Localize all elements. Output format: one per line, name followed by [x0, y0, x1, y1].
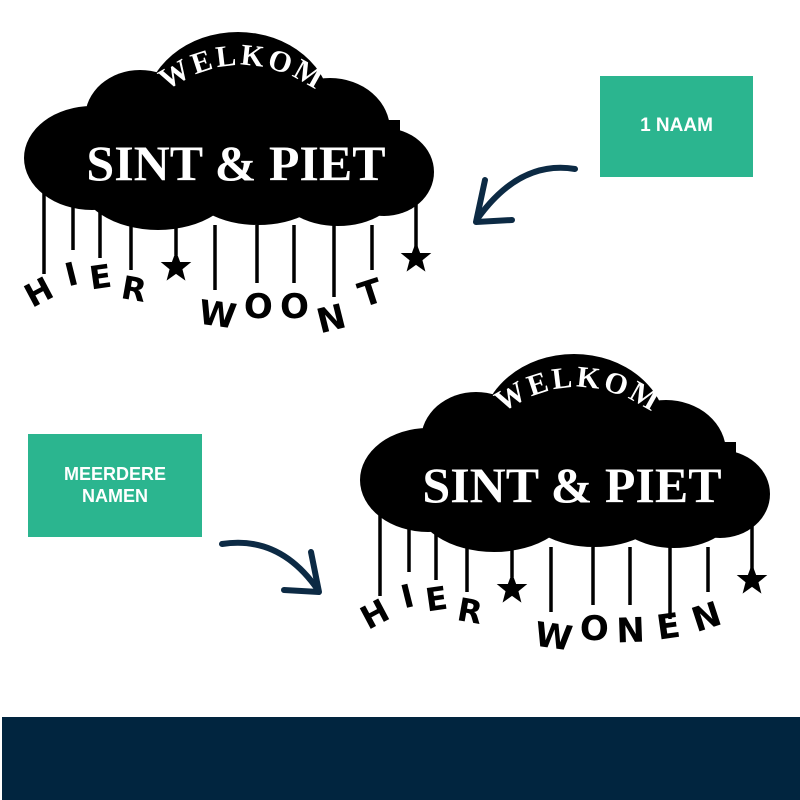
svg-text:N: N — [687, 594, 726, 641]
hanging-strings — [378, 512, 754, 619]
svg-text:R: R — [118, 268, 149, 310]
label-multiple-names: MEERDERE NAMEN — [28, 434, 202, 537]
footer-band — [2, 717, 800, 800]
sign-multiple-names: WELKOM SINT & PIET H I E R W O N E — [354, 354, 770, 660]
svg-text:R: R — [454, 590, 485, 632]
curved-arrow-down-right-icon — [219, 539, 322, 595]
star-icon — [496, 572, 528, 603]
label-multiple-names-line1: MEERDERE — [63, 463, 166, 484]
hanging-word-hier: H I E R — [18, 254, 149, 315]
svg-text:I: I — [397, 576, 418, 616]
curved-arrow-down-left-icon — [473, 164, 578, 225]
svg-text:O: O — [243, 287, 273, 328]
svg-text:E: E — [654, 606, 683, 649]
label-multiple-names-line2: NAMEN — [81, 485, 148, 506]
svg-text:W: W — [196, 293, 239, 338]
svg-text:I: I — [61, 254, 82, 294]
main-text-sint-piet: SINT & PIET — [86, 135, 385, 191]
label-single-name: 1 NAAM — [600, 76, 753, 177]
sign-single-name: WELKOM SINT & PIET H I E R W O — [18, 32, 434, 342]
svg-text:O: O — [579, 609, 609, 650]
svg-text:O: O — [279, 287, 309, 328]
star-icon — [400, 241, 432, 272]
label-single-name-text: 1 NAAM — [640, 115, 713, 137]
svg-text:N: N — [313, 296, 350, 342]
svg-text:H: H — [354, 591, 395, 637]
star-icon — [160, 250, 192, 281]
svg-text:H: H — [18, 269, 59, 315]
main-text-sint-piet: SINT & PIET — [422, 457, 721, 513]
svg-text:W: W — [532, 615, 575, 660]
svg-text:T: T — [353, 271, 388, 316]
svg-text:E: E — [423, 579, 450, 620]
hanging-strings — [42, 190, 418, 297]
star-icon — [736, 563, 768, 594]
svg-text:N: N — [616, 611, 646, 652]
svg-text:E: E — [87, 257, 114, 298]
